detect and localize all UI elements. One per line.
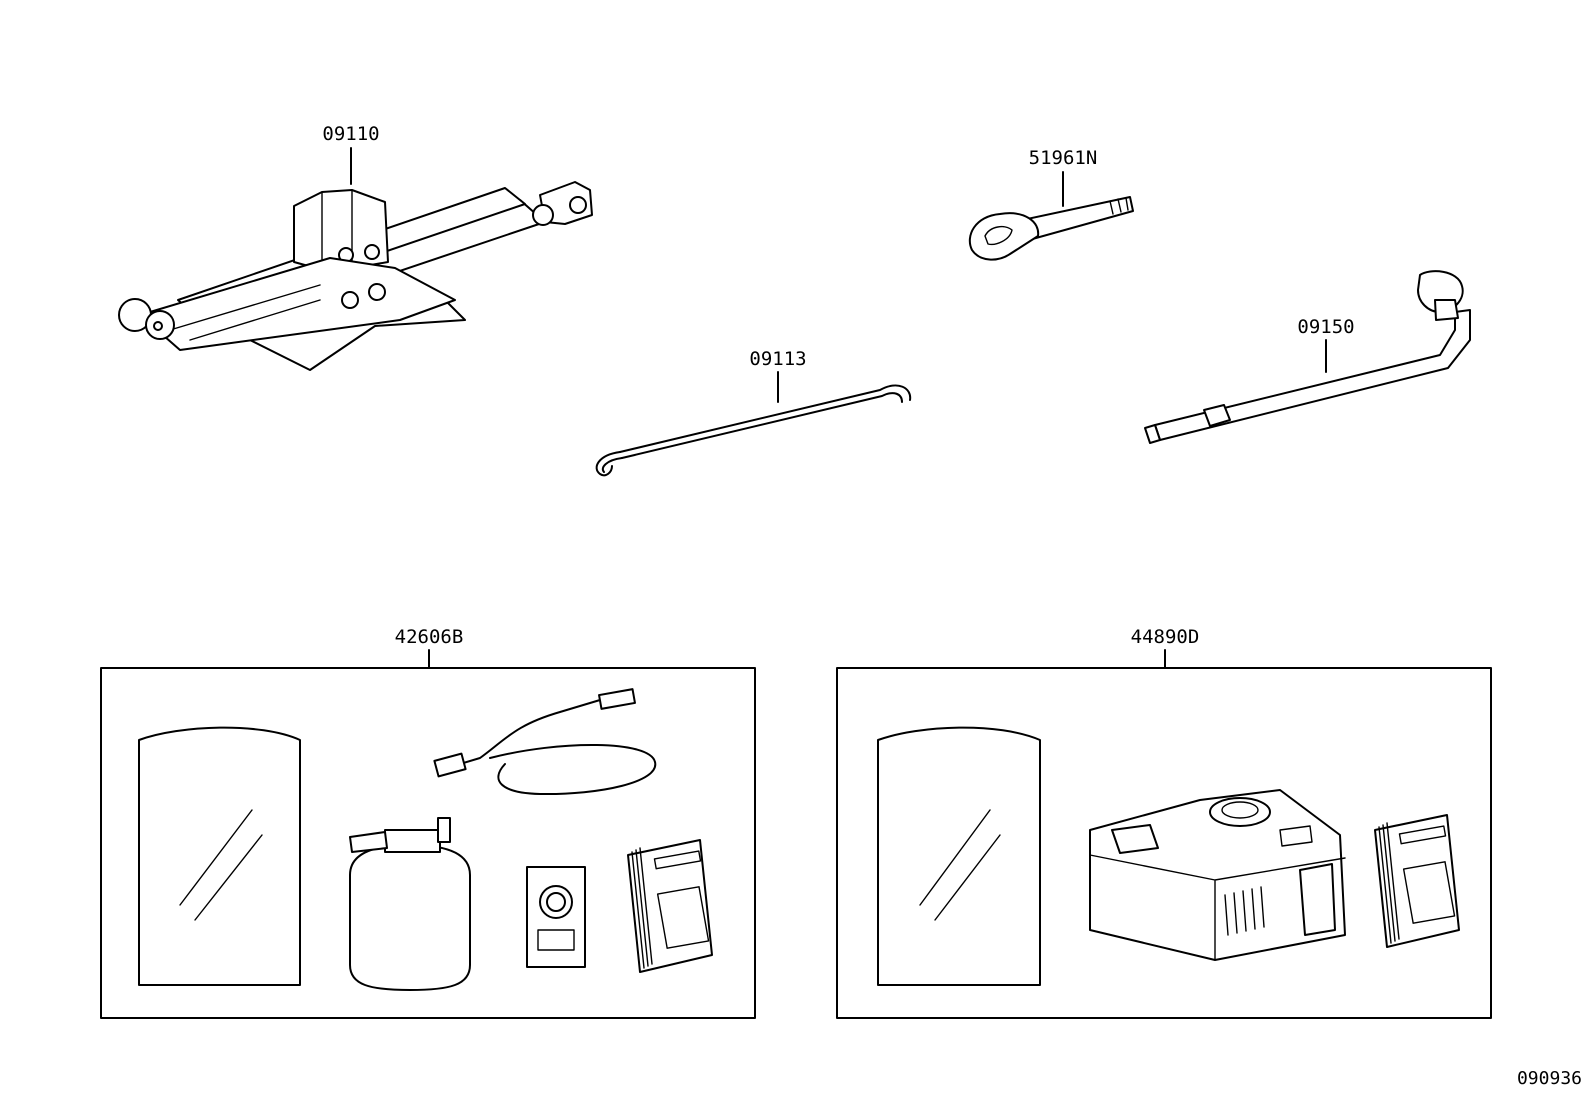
jack-illustration xyxy=(118,147,593,371)
tow-hook-illustration xyxy=(968,171,1134,261)
label-09110: 09110 xyxy=(322,123,379,145)
repair-kit-42606b xyxy=(100,649,756,1019)
repair-kit-44890d xyxy=(836,649,1492,1019)
label-09150: 09150 xyxy=(1297,316,1354,338)
label-51961n: 51961N xyxy=(1029,147,1098,169)
illustration-code: 090936 xyxy=(1517,1068,1582,1089)
label-44890d: 44890D xyxy=(1131,626,1200,648)
label-42606b: 42606B xyxy=(395,626,464,648)
lug-wrench-illustration xyxy=(1144,270,1471,444)
label-09113: 09113 xyxy=(749,348,806,370)
jack-handle-illustration xyxy=(595,371,912,477)
